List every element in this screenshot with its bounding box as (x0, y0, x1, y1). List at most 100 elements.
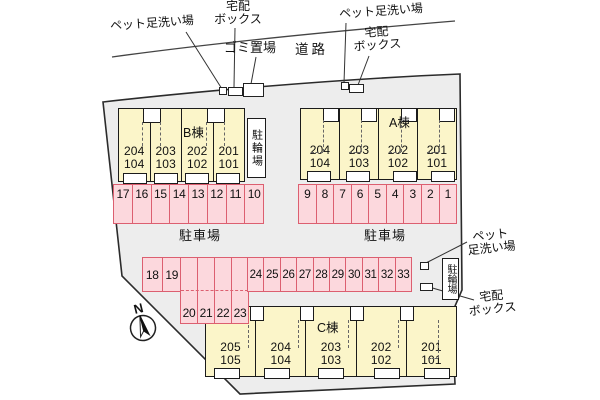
unit-number: 202 102 (370, 339, 392, 367)
parking-space: 2 (420, 185, 439, 223)
stairwell-notch (300, 306, 314, 321)
building-a: 204 104 203 103 202 102 201 101 (300, 108, 457, 182)
building-a-label: A棟 (389, 116, 410, 130)
building-b: 204 104 203 103 202 102 201 101 (118, 108, 245, 184)
parking-space: 27 (296, 258, 312, 291)
unit-number: 204 104 (309, 143, 331, 170)
delivery-box-right (420, 283, 433, 291)
leader-tr-pet (343, 22, 347, 84)
building-b-unit-202: 202 102 (181, 109, 213, 181)
parking-row-mid-long: 24 25 26 27 28 29 30 31 32 33 (247, 257, 412, 292)
entrance-tab (346, 171, 370, 182)
bicycle-parking-label: 駐輪場 (445, 264, 456, 294)
parking-space: 18 (145, 267, 159, 282)
unit-lower-number: 102 (370, 352, 392, 367)
label-delivery-top-left: 宅配 ボックス (207, 0, 269, 27)
parking-space: 26 (279, 258, 296, 291)
bicycle-parking-b: 駐輪場 (247, 118, 266, 178)
unit-lower-number: 103 (155, 156, 177, 171)
unit-lower-number: 102 (387, 155, 409, 170)
building-c-unit-202: 202 102 (355, 307, 406, 376)
parking-space: 28 (312, 258, 329, 291)
stair-dash (439, 120, 440, 152)
leader-r-pet (423, 241, 468, 265)
unit-number: 201 101 (421, 339, 442, 367)
garbage-station-box (243, 83, 264, 97)
unit-number: 203 103 (155, 143, 177, 171)
unit-number: 204 104 (123, 143, 145, 171)
stairwell-notch (350, 306, 364, 321)
building-b-label: B棟 (183, 126, 204, 140)
building-b-unit-203: 203 103 (149, 109, 182, 181)
building-c-unit-204: 204 104 (255, 307, 305, 376)
label-garbage: ゴミ置場 (224, 40, 277, 55)
stairwell-notch (401, 108, 417, 122)
parking-space: 5 (368, 185, 386, 223)
unit-upper-number: 202 (370, 339, 392, 354)
unit-lower-number: 104 (309, 155, 331, 170)
unit-upper-number: 204 (270, 339, 292, 354)
unit-number: 204 104 (270, 339, 292, 367)
stair-dash (248, 320, 249, 348)
unit-upper-number: 201 (421, 339, 442, 354)
entrance-tab (431, 171, 455, 182)
unit-upper-number: 203 (155, 143, 177, 158)
label-road: 道路 (295, 42, 328, 57)
parking-space: 20 (182, 306, 196, 320)
parking-space: 17 (116, 187, 130, 201)
delivery-box-top-left (228, 87, 243, 96)
parking-row-a: 9 8 7 6 5 4 3 2 1 (298, 184, 457, 224)
stair-dash (361, 120, 362, 152)
stair-dash (427, 152, 439, 153)
entrance-tab (123, 173, 147, 184)
unit-lower-number: 101 (426, 155, 448, 170)
stair-dash (160, 122, 161, 146)
stair-dash (206, 122, 207, 146)
road-edge-line (111, 20, 456, 58)
unit-number: 201 101 (426, 142, 448, 170)
unit-number: 201 101 (218, 143, 240, 171)
pet-wash-box-right (420, 262, 429, 270)
unit-upper-number: 201 (426, 142, 448, 157)
parking-space: 10 (244, 185, 263, 223)
pet-wash-box-top-right (341, 82, 349, 90)
parking-space: 12 (206, 185, 226, 223)
bicycle-parking-right: 駐輪場 (442, 258, 459, 300)
stairwell-notch (400, 306, 414, 321)
parking-space: 31 (361, 258, 378, 291)
entrance-tab (185, 173, 209, 184)
unit-upper-number: 202 (387, 142, 409, 157)
parking-space: 30 (345, 258, 361, 291)
building-c-label: C棟 (317, 321, 339, 335)
unit-lower-number: 104 (270, 352, 292, 367)
stair-dash (438, 320, 439, 358)
building-c-unit-205: 205 105 (206, 307, 255, 376)
parking-space: 3 (403, 185, 421, 223)
stair-dash (224, 122, 225, 146)
parking-space: 16 (131, 185, 151, 223)
leader-tl-pet (185, 31, 223, 90)
entrance-tab (318, 368, 344, 379)
parking-space: 29 (329, 258, 345, 291)
unit-upper-number: 204 (123, 143, 145, 158)
unit-lower-number: 104 (123, 156, 145, 171)
unit-lower-number: 101 (421, 352, 442, 367)
unit-number: 205 105 (220, 340, 241, 367)
label-parking-lot-right: 駐車場 (364, 228, 407, 243)
label-delivery-top-left-line1: 宅配 (225, 0, 250, 13)
parking-row-mid-tall: 20 21 22 23 (180, 257, 249, 324)
parking-row-mid-short: 18 19 (142, 257, 182, 292)
unit-number: 203 103 (321, 340, 342, 367)
parking-space: 11 (225, 185, 245, 223)
unit-upper-number: 201 (218, 143, 240, 158)
parking-space: 9 (304, 187, 311, 201)
parking-space: 4 (385, 185, 404, 223)
parking-space: 8 (315, 185, 334, 223)
parking-space: 33 (394, 258, 411, 291)
stairwell-notch (361, 108, 377, 122)
entrance-tab (393, 171, 417, 182)
stairwell-notch (323, 108, 339, 122)
stair-dash (142, 122, 143, 146)
building-c-unit-203: 203 103 (305, 307, 355, 376)
unit-lower-number: 102 (186, 156, 208, 171)
